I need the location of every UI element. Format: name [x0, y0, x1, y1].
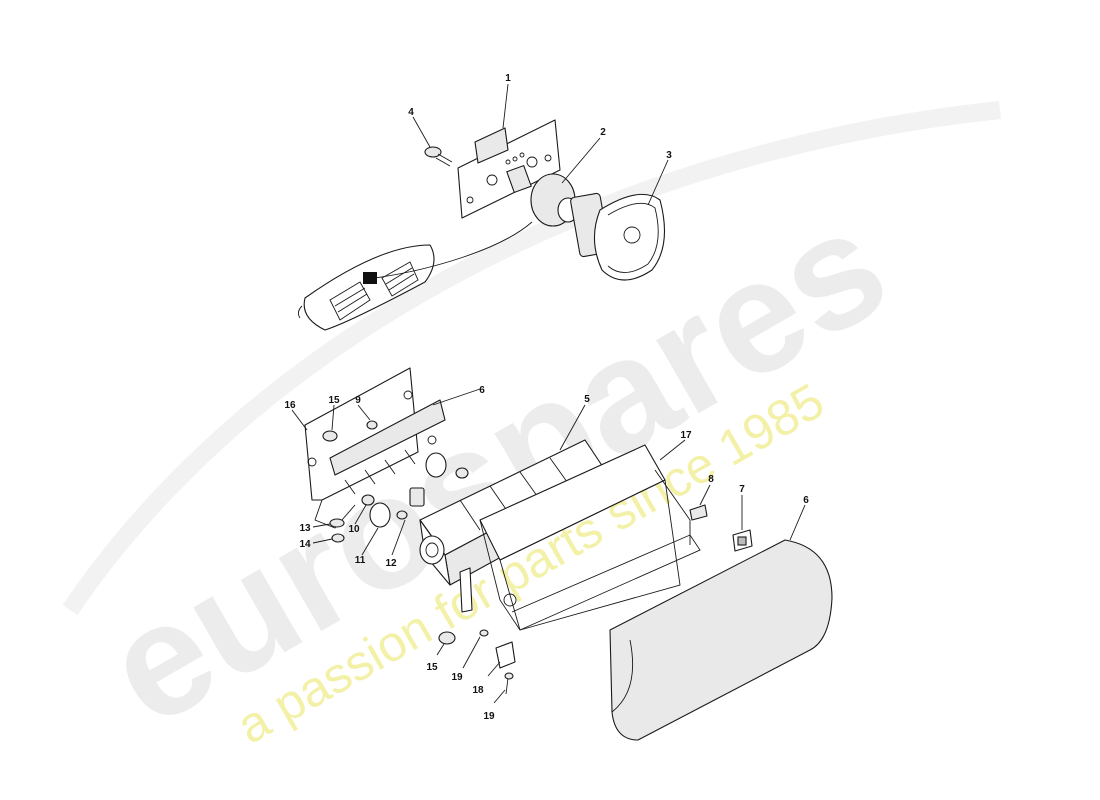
callout-15-upper: 15	[328, 395, 340, 406]
part-cover	[570, 192, 665, 281]
callout-13: 13	[299, 523, 311, 534]
callout-12: 12	[385, 558, 397, 569]
callout-6-lower: 6	[803, 495, 809, 506]
part-fixings	[322, 420, 469, 543]
callout-1: 1	[505, 73, 511, 84]
part-lower-bracket	[438, 567, 516, 695]
callout-14: 14	[299, 539, 311, 550]
callout-10: 10	[348, 524, 360, 535]
part-bracket-left	[304, 367, 446, 529]
callout-4: 4	[408, 107, 414, 118]
callout-7: 7	[739, 484, 745, 495]
part-air-vent	[297, 221, 533, 331]
part-frame	[479, 444, 701, 631]
callout-6-upper: 6	[479, 385, 485, 396]
part-glovebox-lid	[609, 539, 833, 741]
callout-18: 18	[472, 685, 484, 696]
callout-19-lower: 19	[483, 711, 495, 722]
leader-lines	[291, 83, 806, 704]
callout-2: 2	[600, 127, 606, 138]
callout-3: 3	[666, 150, 672, 161]
part-clips	[689, 504, 753, 552]
callout-5: 5	[584, 394, 590, 405]
callout-9: 9	[355, 395, 361, 406]
part-screw-4	[424, 146, 453, 167]
callout-8: 8	[708, 474, 714, 485]
callout-16: 16	[284, 400, 296, 411]
callouts: 1 2 3 4 5 6 6 7 8 9 10 11 12 13 14 15 15…	[284, 73, 809, 722]
callout-11: 11	[355, 555, 366, 566]
part-knob	[530, 173, 579, 227]
callout-15-lower: 15	[426, 662, 438, 673]
part-switch-plate	[457, 119, 561, 219]
callout-19-upper: 19	[451, 672, 463, 683]
callout-17: 17	[680, 430, 692, 441]
